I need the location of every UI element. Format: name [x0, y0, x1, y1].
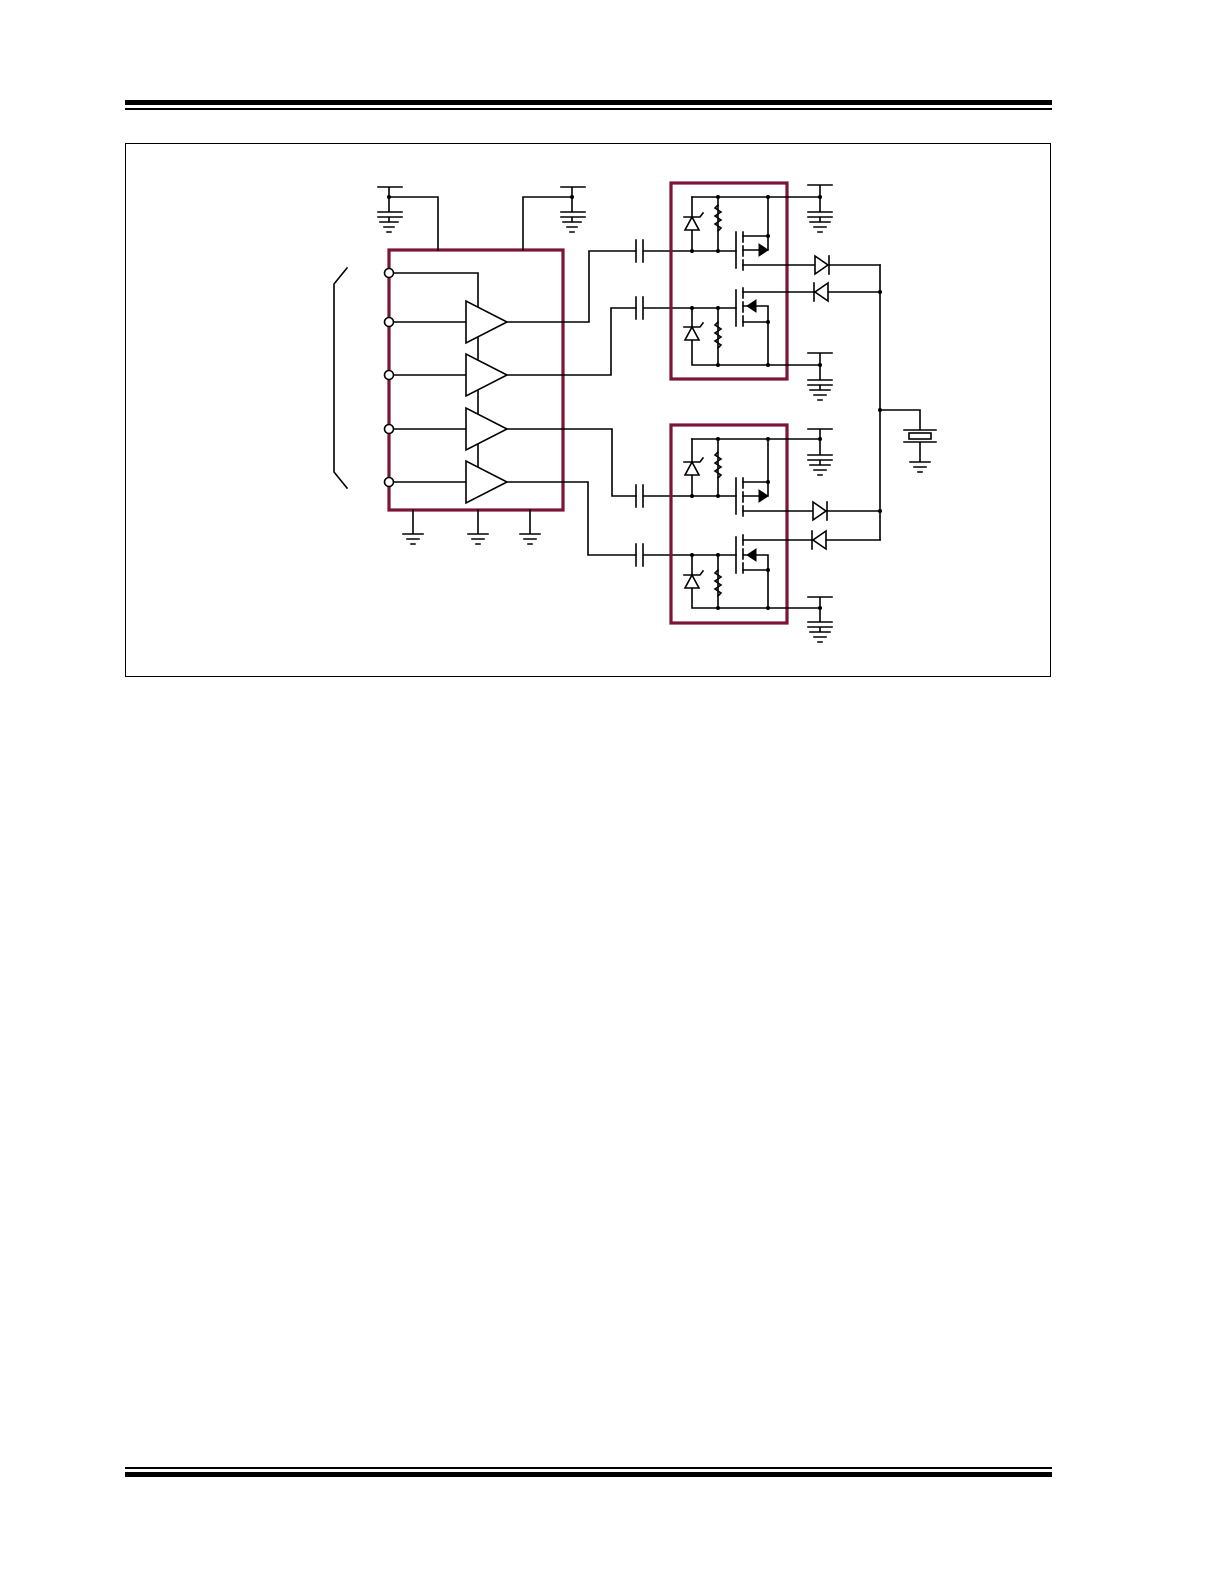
buffer-3 — [465, 406, 509, 452]
switch-module-1-outline — [669, 181, 789, 381]
module-1-supply-decoupling — [807, 184, 833, 233]
output-bus — [879, 264, 921, 541]
wire-out-2 — [506, 307, 637, 376]
resistor-4 — [713, 568, 723, 598]
mosfet-1 — [735, 196, 821, 271]
input-pin-1 — [383, 267, 395, 279]
ic-ground-2 — [467, 509, 489, 545]
figure-frame — [125, 143, 1051, 677]
header-rule-thick — [125, 100, 1052, 105]
buffer-1 — [465, 299, 509, 345]
output-diode-4 — [811, 529, 881, 551]
output-diode-1 — [814, 254, 881, 276]
zener-diode-2 — [683, 321, 705, 341]
module-2-supply-decoupling — [807, 428, 833, 476]
module-1-return-decoupling — [807, 352, 833, 401]
zener-diode-1 — [683, 211, 705, 231]
load-capacitor — [903, 429, 937, 473]
supply-decoupling-1 — [377, 186, 439, 251]
switch-module-1 — [669, 181, 821, 381]
zener-diode-3 — [683, 456, 705, 476]
coupling-capacitor-3 — [635, 484, 693, 508]
ic-ground-1 — [402, 509, 424, 545]
input-pin-3 — [383, 369, 395, 381]
buffer-4 — [465, 459, 509, 505]
wire-out-3 — [506, 428, 637, 497]
zener-diode-4 — [683, 569, 705, 589]
wire-out-4 — [506, 481, 637, 556]
mosfet-3 — [735, 438, 821, 517]
footer-rule-thin — [125, 1467, 1052, 1469]
resistor-3 — [713, 450, 723, 480]
input-pin-4 — [383, 423, 395, 435]
coupling-capacitor-2 — [635, 296, 693, 320]
switch-module-2 — [669, 423, 821, 625]
resistor-1 — [713, 203, 723, 233]
input-bus-bracket — [333, 266, 349, 490]
module-2-return-decoupling — [807, 596, 833, 643]
header-rule-thin — [125, 108, 1052, 110]
buffer-2 — [465, 352, 509, 398]
output-diode-3 — [812, 500, 881, 522]
supply-decoupling-2 — [522, 186, 586, 251]
resistor-2 — [713, 320, 723, 350]
wire-out-1 — [506, 250, 637, 323]
coupling-capacitor-4 — [635, 543, 693, 567]
footer-rule-thick — [125, 1472, 1052, 1477]
output-diode-2 — [813, 281, 881, 303]
ic-ground-3 — [519, 509, 541, 545]
input-pin-2 — [383, 316, 395, 328]
coupling-capacitor-1 — [635, 239, 693, 263]
input-pin-5 — [383, 476, 395, 488]
driver-ic — [383, 248, 565, 545]
switch-module-2-outline — [669, 423, 789, 625]
